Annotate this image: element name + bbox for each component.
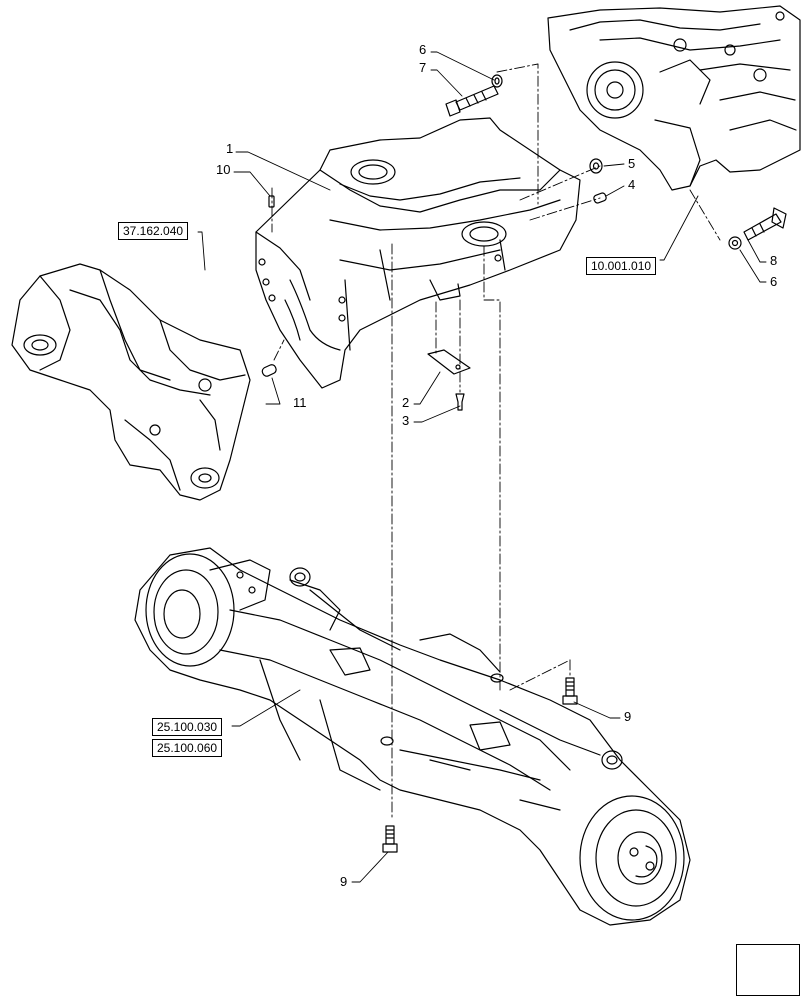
callout-6-top: 6 bbox=[419, 42, 427, 57]
callout-11: 11 bbox=[293, 395, 307, 410]
washer-6-top bbox=[491, 74, 503, 88]
washer-6-right bbox=[728, 236, 742, 250]
callout-9-bottom: 9 bbox=[340, 874, 348, 889]
engine-block bbox=[547, 5, 801, 191]
front-support-bracket bbox=[255, 117, 581, 389]
next-page-button[interactable] bbox=[736, 944, 800, 996]
callout-4: 4 bbox=[628, 177, 636, 192]
ref-axle-link-a[interactable]: 25.100.030 bbox=[152, 718, 223, 736]
callout-3: 3 bbox=[402, 413, 410, 428]
screw-3 bbox=[455, 393, 465, 411]
callout-5: 5 bbox=[628, 156, 636, 171]
callout-1: 1 bbox=[226, 141, 234, 156]
bolt-9-bottom bbox=[382, 825, 398, 853]
ref-engine-link[interactable]: 10.001.010 bbox=[586, 257, 657, 275]
callout-7: 7 bbox=[419, 60, 427, 75]
leader-lines bbox=[197, 51, 767, 883]
ref-support-link[interactable]: 37.162.040 bbox=[118, 222, 189, 240]
callout-9-right: 9 bbox=[624, 709, 632, 724]
dowel-pin-11 bbox=[261, 364, 277, 377]
front-axle-assembly bbox=[134, 547, 691, 926]
callout-2: 2 bbox=[402, 395, 410, 410]
callout-8: 8 bbox=[770, 253, 778, 268]
ref-axle-link-b[interactable]: 25.100.060 bbox=[152, 739, 223, 757]
washer-5 bbox=[589, 158, 603, 174]
bolt-8 bbox=[743, 207, 787, 241]
bolt-9-right bbox=[562, 677, 578, 705]
bolt-7 bbox=[445, 85, 499, 117]
plate-2 bbox=[427, 349, 471, 375]
callout-10: 10 bbox=[216, 162, 231, 177]
support-assembly bbox=[11, 263, 251, 501]
dowel-pin-10 bbox=[268, 195, 275, 208]
alignment-lines bbox=[271, 63, 721, 821]
callout-6-right: 6 bbox=[770, 274, 778, 289]
